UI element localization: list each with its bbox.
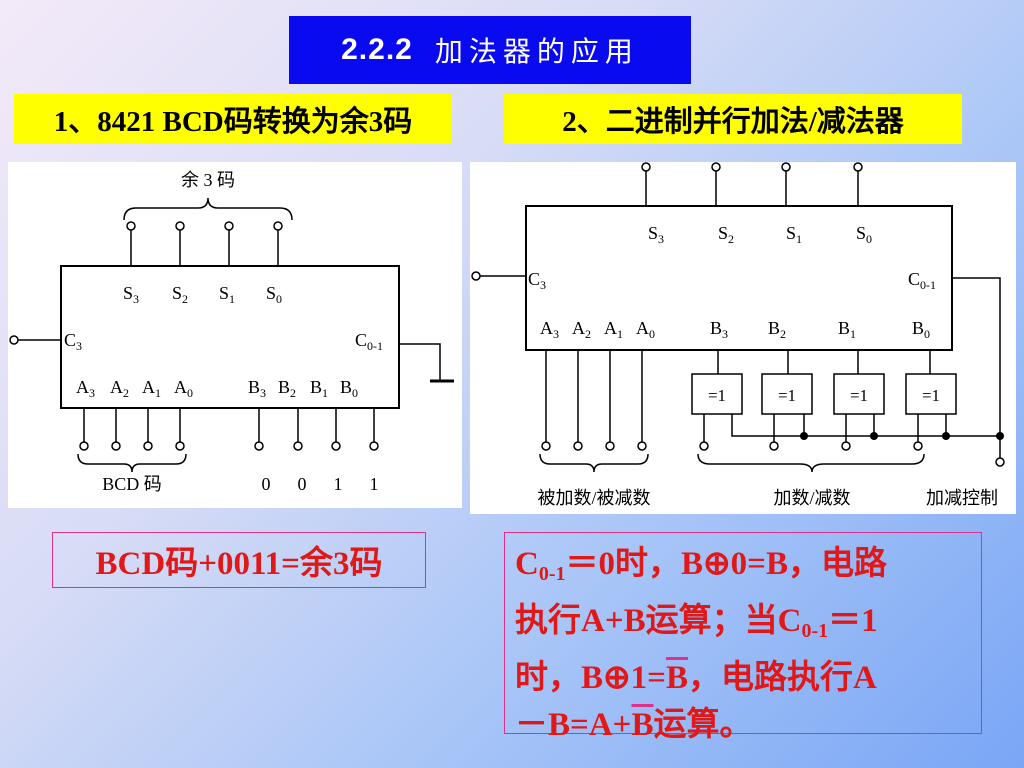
heading-bcd-conversion: 1、8421 BCD码转换为余3码 [14, 94, 452, 144]
xor-gate-b3 [691, 373, 743, 415]
xor-label-b2: =1 [778, 386, 796, 405]
xor-gate-b1 [833, 373, 885, 415]
xor-gates [691, 373, 957, 415]
formula-box: BCD码+0011=余3码 [52, 532, 426, 588]
xor-input-wires [703, 414, 1000, 442]
xor-gate-b2 [761, 373, 813, 415]
top-brace [123, 197, 293, 221]
explain-line-1: C0-1＝0时，B⊕0=B，电路 [515, 546, 887, 585]
bcd-to-excess3-diagram: 余 3 码 S3 S2 S1 S0 C3 C0-1 A3 A2 A1 A0 B3… [8, 162, 462, 508]
xor-gate-b0 [905, 373, 957, 415]
xor-label-b1: =1 [850, 386, 868, 405]
explanation-box: C0-1＝0时，B⊕0=B，电路 执行A+B运算；当C0-1＝1 时，B⊕1=B… [504, 532, 982, 743]
constant-bit-1: 0 [262, 474, 271, 494]
output-pins [126, 221, 283, 266]
heading-adder-subtractor: 2、二进制并行加法/减法器 [504, 94, 962, 144]
c3-pin [9, 335, 19, 345]
slide-title: 2.2.2 加法器的应用 [289, 16, 691, 84]
excess3-label: 余 3 码 [181, 170, 235, 190]
junction-dots [800, 432, 1004, 440]
a-input-pins [541, 350, 647, 451]
section-number: 2.2.2 [341, 33, 413, 66]
b-wires [717, 350, 931, 374]
adder-block [525, 205, 953, 351]
constant-bit-4: 1 [370, 474, 379, 494]
xor-label-b0: =1 [922, 386, 940, 405]
c3-pin [471, 271, 481, 281]
explain-line-3: 时，B⊕1=B，电路执行A [515, 660, 877, 696]
addend-brace [697, 453, 925, 473]
input-pins [79, 408, 379, 451]
constant-bit-3: 1 [334, 474, 343, 494]
control-label: 加减控制 [926, 488, 998, 508]
explain-line-4: －B=A+B运算。 [515, 707, 753, 743]
output-pins [641, 162, 863, 206]
augend-brace [539, 453, 649, 473]
carry-out-wire [952, 277, 1001, 458]
b-input-pins [699, 441, 1005, 467]
carry-out-wire [399, 343, 441, 380]
bcd-label: BCD 码 [102, 474, 162, 494]
adder-block [60, 265, 400, 409]
addend-label: 加数/减数 [773, 488, 850, 508]
explain-line-2: 执行A+B运算；当C0-1＝1 [515, 603, 878, 642]
xor-label-b3: =1 [708, 386, 726, 405]
constant-bit-2: 0 [298, 474, 307, 494]
bottom-brace [77, 453, 187, 473]
title-text: 加法器的应用 [434, 35, 639, 68]
adder-subtractor-diagram: S3 S2 S1 S0 C3 C0-1 A3 A2 A1 A0 B3 B2 B1… [470, 162, 1016, 514]
augend-label: 被加数/被减数 [537, 488, 650, 508]
